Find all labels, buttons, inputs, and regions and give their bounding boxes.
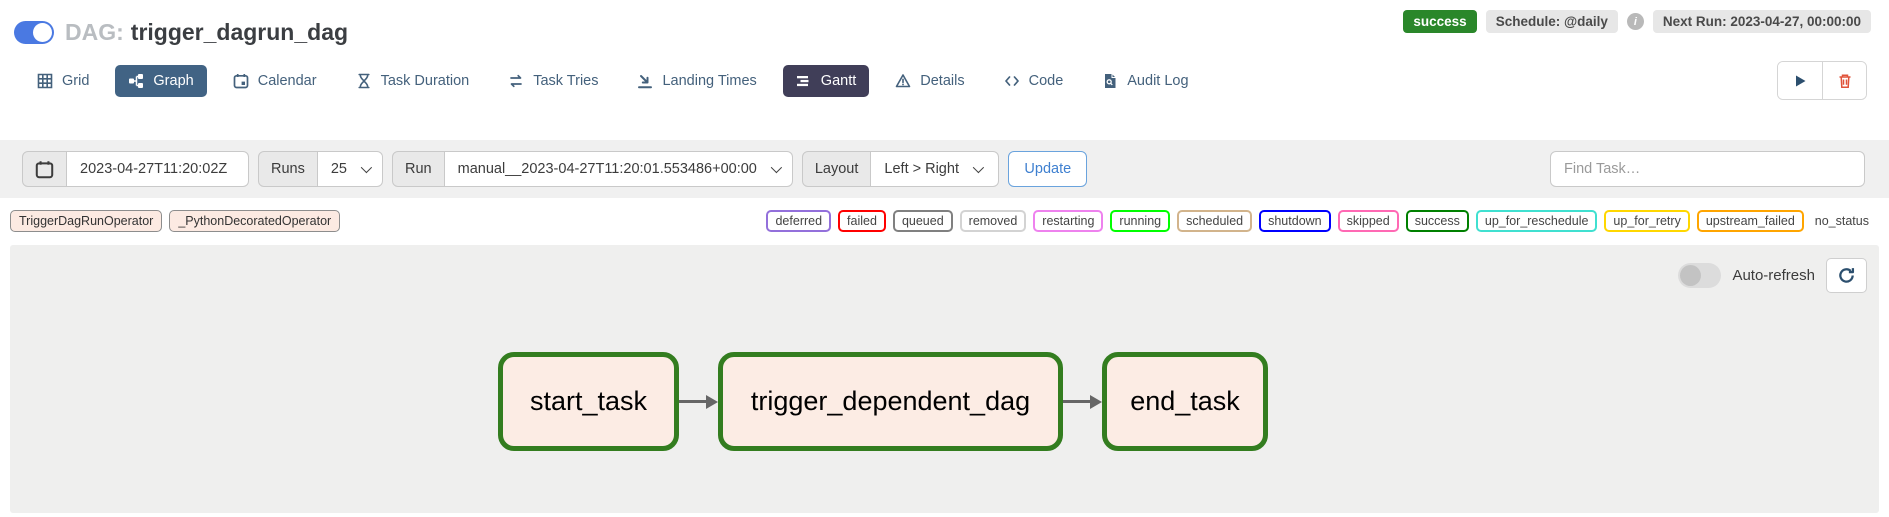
- run-filter-group: Run manual__2023-04-27T11:20:01.553486+0…: [392, 151, 793, 187]
- dag-pause-toggle[interactable]: [14, 21, 54, 44]
- tab-grid[interactable]: Grid: [24, 65, 102, 97]
- tab-label: Grid: [62, 72, 90, 89]
- toggle-knob: [33, 23, 52, 42]
- tab-label: Audit Log: [1127, 72, 1189, 89]
- auto-refresh-toggle[interactable]: [1678, 263, 1722, 288]
- trigger-dag-button[interactable]: [1778, 62, 1822, 99]
- tab-label: Gantt: [820, 72, 857, 89]
- legend-operator[interactable]: TriggerDagRunOperator: [10, 210, 163, 232]
- graph-icon: [129, 73, 144, 88]
- gantt-icon: [796, 75, 809, 86]
- status-pill-removed[interactable]: removed: [959, 210, 1027, 232]
- tab-label: Code: [1028, 72, 1064, 89]
- legend-row: TriggerDagRunOperator _PythonDecoratedOp…: [10, 210, 1873, 232]
- run-select[interactable]: manual__2023-04-27T11:20:01.553486+00:00: [444, 151, 793, 187]
- tab-label: Graph: [153, 72, 194, 89]
- status-pill-scheduled[interactable]: scheduled: [1177, 210, 1253, 232]
- status-legend: deferred failed queued removed restartin…: [766, 210, 1873, 232]
- run-value: manual__2023-04-27T11:20:01.553486+00:00: [457, 161, 757, 177]
- runs-value: 25: [330, 161, 347, 177]
- tab-code[interactable]: Code: [991, 65, 1077, 97]
- runs-filter-group: Runs 25: [258, 151, 383, 187]
- refresh-icon: [1839, 268, 1855, 283]
- status-pill-up-for-reschedule[interactable]: up_for_reschedule: [1475, 210, 1598, 232]
- tab-label: Task Duration: [380, 72, 470, 89]
- status-pill-up-for-retry[interactable]: up_for_retry: [1604, 210, 1690, 232]
- status-badge: success: [1403, 10, 1477, 33]
- run-label: Run: [392, 151, 445, 187]
- hourglass-icon: [357, 73, 370, 88]
- status-pill-skipped[interactable]: skipped: [1337, 210, 1399, 232]
- refresh-controls: Auto-refresh: [1678, 258, 1867, 293]
- tab-label: Task Tries: [533, 72, 599, 89]
- repeat-icon: [510, 74, 523, 87]
- file-search-icon: [1105, 73, 1116, 88]
- warning-triangle-icon: [895, 73, 911, 87]
- view-tabbar: Grid Graph Calendar Task Duration Task T…: [24, 61, 1867, 100]
- tab-audit-log[interactable]: Audit Log: [1089, 65, 1201, 97]
- dag-status-group: success Schedule: @daily i Next Run: 202…: [1403, 10, 1871, 33]
- status-pill-shutdown[interactable]: shutdown: [1259, 210, 1331, 232]
- info-icon[interactable]: i: [1626, 13, 1644, 30]
- status-pill-no-status[interactable]: no_status: [1814, 214, 1869, 228]
- calendar-addon[interactable]: [22, 151, 67, 187]
- filter-strip: 2023-04-27T11:20:02Z Runs 25 Run manual_…: [0, 140, 1889, 198]
- layout-label: Layout: [801, 151, 872, 187]
- runs-select[interactable]: 25: [317, 151, 383, 187]
- status-pill-upstream-failed[interactable]: upstream_failed: [1696, 210, 1804, 232]
- refresh-button[interactable]: [1826, 258, 1867, 293]
- date-filter-group: 2023-04-27T11:20:02Z: [22, 151, 249, 187]
- graph-canvas: Auto-refresh start_task trigger_dependen…: [10, 245, 1879, 513]
- task-graph: start_task trigger_dependent_dag end_tas…: [498, 352, 1268, 451]
- tab-label: Landing Times: [662, 72, 757, 89]
- status-pill-running[interactable]: running: [1110, 210, 1171, 232]
- update-button[interactable]: Update: [1008, 151, 1088, 187]
- status-pill-deferred[interactable]: deferred: [766, 210, 832, 232]
- dag-action-buttons: [1777, 61, 1867, 100]
- filter-controls: 2023-04-27T11:20:02Z Runs 25 Run manual_…: [22, 151, 1088, 187]
- calendar-icon: [233, 73, 249, 88]
- dag-prefix-label: DAG:: [65, 19, 124, 45]
- trash-icon: [1839, 73, 1850, 88]
- delete-dag-button[interactable]: [1822, 62, 1866, 99]
- calendar-icon: [35, 160, 54, 178]
- layout-filter-group: Layout Left > Right: [801, 151, 1000, 187]
- toggle-knob: [1680, 265, 1702, 286]
- edge-arrow: [679, 394, 718, 409]
- schedule-badge: Schedule: @daily: [1485, 10, 1618, 33]
- legend-operator[interactable]: _PythonDecoratedOperator: [169, 210, 341, 232]
- dag-header: DAG: trigger_dagrun_dag success Schedule…: [14, 8, 1871, 46]
- next-run-badge: Next Run: 2023-04-27, 00:00:00: [1652, 10, 1871, 33]
- runs-label: Runs: [258, 151, 318, 187]
- tab-landing-times[interactable]: Landing Times: [624, 65, 769, 97]
- edge-arrow: [1063, 394, 1102, 409]
- find-task-input[interactable]: [1550, 151, 1865, 187]
- layout-select[interactable]: Left > Right: [871, 151, 1000, 187]
- tab-label: Calendar: [257, 72, 317, 89]
- auto-refresh-label: Auto-refresh: [1732, 267, 1815, 284]
- plane-landing-icon: [638, 74, 653, 88]
- status-pill-failed[interactable]: failed: [838, 210, 886, 232]
- tab-calendar[interactable]: Calendar: [220, 65, 330, 97]
- status-pill-success[interactable]: success: [1405, 210, 1469, 232]
- grid-icon: [37, 73, 53, 88]
- tab-label: Details: [920, 72, 965, 89]
- code-icon: [1004, 75, 1019, 86]
- status-pill-queued[interactable]: queued: [892, 210, 953, 232]
- tab-task-duration[interactable]: Task Duration: [343, 65, 483, 97]
- dag-title-group: DAG: trigger_dagrun_dag: [14, 19, 348, 46]
- status-pill-restarting[interactable]: restarting: [1033, 210, 1104, 232]
- base-date-input[interactable]: 2023-04-27T11:20:02Z: [67, 151, 249, 187]
- task-node-start-task[interactable]: start_task: [498, 352, 679, 451]
- play-icon: [1796, 75, 1806, 86]
- tab-gantt[interactable]: Gantt: [782, 64, 870, 97]
- layout-value: Left > Right: [884, 161, 959, 177]
- tab-task-tries[interactable]: Task Tries: [495, 65, 611, 97]
- tab-details[interactable]: Details: [882, 65, 977, 97]
- dag-name: trigger_dagrun_dag: [130, 19, 349, 45]
- task-node-end-task[interactable]: end_task: [1102, 352, 1268, 451]
- task-node-trigger-dependent-dag[interactable]: trigger_dependent_dag: [718, 352, 1063, 451]
- tab-graph[interactable]: Graph: [115, 64, 207, 97]
